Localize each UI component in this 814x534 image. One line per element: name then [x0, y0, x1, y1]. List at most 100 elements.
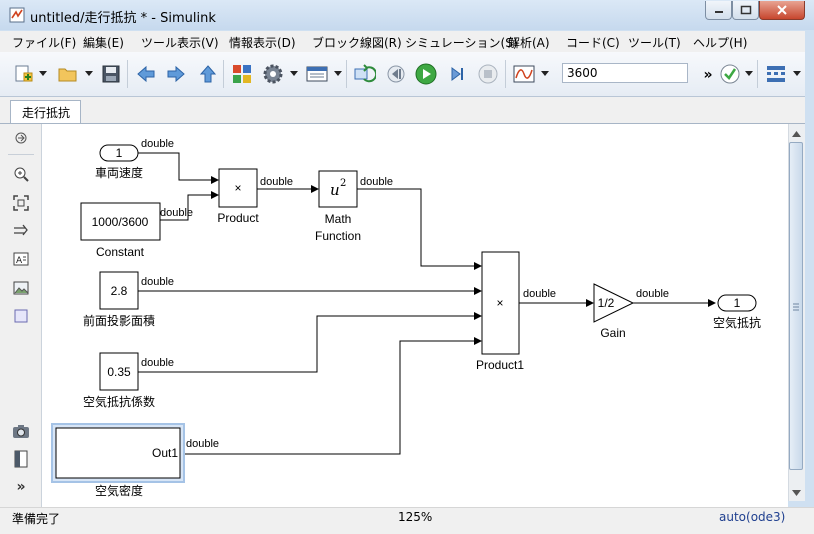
- stop-icon: [478, 64, 498, 84]
- signal-speed-to-product[interactable]: [138, 152, 219, 184]
- signal-route-button[interactable]: [12, 222, 30, 240]
- step-back-button[interactable]: [385, 63, 407, 85]
- minimize-button[interactable]: [705, 1, 732, 20]
- scroll-down-icon: [792, 489, 801, 496]
- menu-analysis[interactable]: 解析(A): [508, 36, 550, 50]
- run-button[interactable]: [415, 63, 437, 85]
- product1-block[interactable]: ×: [481, 251, 520, 355]
- annotation-icon: A: [13, 252, 29, 266]
- up-arrow-icon: [199, 65, 217, 83]
- area-button[interactable]: [12, 307, 30, 325]
- product-label: Product: [217, 211, 259, 225]
- forward-arrow-icon: [167, 65, 185, 83]
- fit-to-view-button[interactable]: [12, 194, 30, 212]
- stop-button[interactable]: [477, 63, 499, 85]
- arrow-right-icon: [14, 224, 28, 236]
- library-browser-button[interactable]: [231, 63, 253, 85]
- signal-label: double: [360, 176, 393, 188]
- signal-density-to-product1[interactable]: [184, 337, 482, 455]
- update-diagram-button[interactable]: [354, 63, 376, 85]
- close-button[interactable]: [759, 1, 805, 20]
- stop-time-input[interactable]: [562, 63, 688, 83]
- back-arrow-icon: [137, 65, 155, 83]
- minimize-icon: [714, 11, 723, 13]
- model-canvas[interactable]: double double double double double doubl…: [42, 124, 788, 508]
- image-button[interactable]: [12, 279, 30, 297]
- signal-constant-to-product[interactable]: [160, 191, 219, 221]
- save-icon: [102, 65, 120, 83]
- menu-tools[interactable]: ツール(T): [628, 36, 681, 50]
- forward-button[interactable]: [165, 63, 187, 85]
- back-button[interactable]: [135, 63, 157, 85]
- zoom-button[interactable]: [12, 165, 30, 183]
- property-inspector-button[interactable]: [12, 450, 30, 468]
- build-icon: [767, 66, 785, 82]
- scroll-up-button[interactable]: [789, 126, 804, 141]
- open-button[interactable]: [57, 63, 79, 85]
- up-button[interactable]: [197, 63, 219, 85]
- menu-simulation[interactable]: シミュレーション(S): [405, 36, 518, 50]
- scope-button[interactable]: [513, 63, 535, 85]
- menu-diagram[interactable]: ブロック線図(R): [312, 36, 402, 50]
- drag-coefficient-value: 0.35: [107, 365, 131, 379]
- product-block[interactable]: ×: [218, 168, 258, 208]
- drag-coefficient-block[interactable]: 0.35: [99, 352, 139, 391]
- signal-label: double: [186, 438, 219, 450]
- outport-block[interactable]: 1: [717, 294, 757, 312]
- math-function-label-line1: Math: [325, 212, 352, 226]
- frontal-area-block[interactable]: 2.8: [99, 271, 139, 310]
- constant-label: Constant: [96, 245, 145, 259]
- fit-to-view-icon: [13, 195, 29, 211]
- menu-view[interactable]: ツール表示(V): [141, 36, 219, 50]
- tab-model[interactable]: [10, 100, 81, 123]
- signal-label: double: [141, 138, 174, 150]
- palette-overflow-icon: »: [16, 479, 26, 495]
- snapshot-button[interactable]: [12, 422, 30, 440]
- explorer-toggle-icon: [15, 132, 27, 144]
- menu-file[interactable]: ファイル(F): [12, 36, 77, 50]
- signal-coef-to-product1[interactable]: [138, 312, 482, 373]
- model-explorer-button[interactable]: [306, 63, 328, 85]
- signal-label: double: [260, 176, 293, 188]
- menu-code[interactable]: コード(C): [566, 36, 620, 50]
- product1-label: Product1: [476, 358, 524, 372]
- signal-math-to-product1[interactable]: [357, 188, 482, 270]
- air-density-subsystem[interactable]: Out1: [51, 423, 185, 483]
- maximize-button[interactable]: [732, 1, 759, 20]
- step-forward-button[interactable]: [446, 63, 468, 85]
- gain-block[interactable]: 1/2: [593, 283, 635, 323]
- scrollbar-thumb[interactable]: [789, 142, 803, 470]
- model-advisor-button[interactable]: [719, 63, 741, 85]
- menu-display[interactable]: 情報表示(D): [229, 36, 296, 50]
- annotation-button[interactable]: A: [12, 250, 30, 268]
- math-function-variable: u: [330, 181, 340, 199]
- property-inspector-icon: [14, 450, 28, 468]
- hide-explorer-button[interactable]: [12, 129, 30, 147]
- math-function-block[interactable]: u 2: [318, 170, 358, 208]
- new-model-button[interactable]: [13, 63, 35, 85]
- status-bar: [0, 507, 814, 534]
- scroll-down-button[interactable]: [789, 485, 804, 500]
- product1-symbol: ×: [496, 296, 503, 310]
- camera-icon: [13, 425, 29, 438]
- save-button[interactable]: [100, 63, 122, 85]
- menu-help[interactable]: ヘルプ(H): [693, 36, 748, 50]
- solver-indicator[interactable]: auto(ode3): [719, 510, 786, 524]
- menu-edit[interactable]: 編集(E): [83, 36, 124, 50]
- status-text: 準備完了: [12, 512, 61, 526]
- grip-icon: [793, 303, 799, 311]
- build-button[interactable]: [765, 63, 787, 85]
- scope-icon: [513, 65, 535, 83]
- product-symbol: ×: [234, 181, 241, 195]
- inport-label: 車両速度: [95, 165, 143, 180]
- inport-block-speed[interactable]: 1: [99, 144, 139, 162]
- palette-overflow-button[interactable]: »: [12, 478, 30, 496]
- block-palette: A »: [0, 124, 42, 508]
- toolbar-overflow-icon: »: [703, 67, 713, 83]
- toolbar-overflow-button[interactable]: »: [697, 64, 719, 86]
- signal-label: double: [141, 357, 174, 369]
- image-icon: [13, 281, 29, 295]
- constant-block[interactable]: 1000/3600: [80, 202, 161, 241]
- outport-label: 空気抵抗: [713, 315, 761, 330]
- model-config-button[interactable]: [262, 63, 284, 85]
